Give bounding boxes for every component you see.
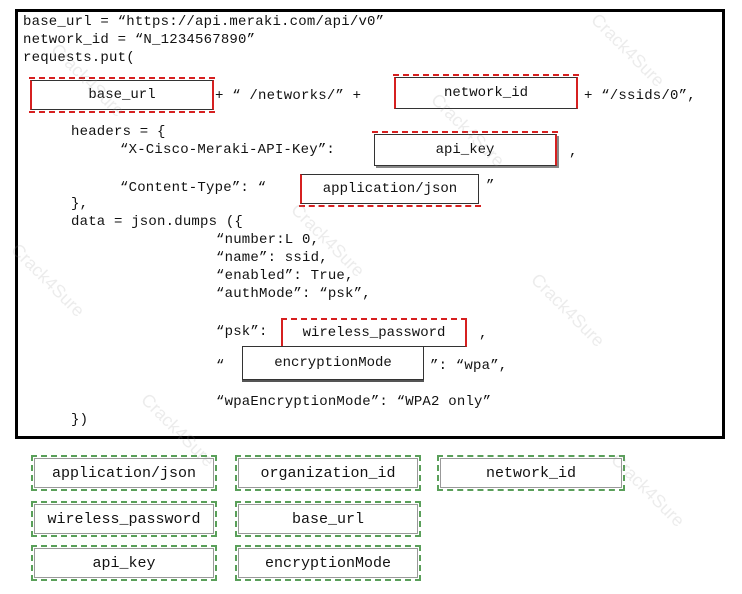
code-line-auth-mode: “authMode”: “psk”, (216, 286, 371, 302)
drop-slot-network-id-label: network_id (443, 85, 528, 101)
option-encryption-mode[interactable]: encryptionMode (235, 545, 421, 581)
code-line-network-id: network_id = “N_1234567890” (23, 32, 256, 48)
code-line-number: “number:L 0, (216, 232, 320, 248)
code-line-networks-path: + “ /networks/” + (215, 88, 362, 104)
drop-slot-content-type-label: application/json (322, 181, 458, 197)
drop-slot-psk[interactable]: wireless_password (281, 318, 467, 347)
code-line-enabled: “enabled”: True, (216, 268, 354, 284)
code-line-encryption-open: “ (216, 358, 225, 374)
code-line-api-key-comma: , (569, 144, 578, 160)
option-application-json[interactable]: application/json (31, 455, 217, 491)
code-line-psk-comma: , (479, 326, 488, 342)
option-network-id-label: network_id (485, 464, 576, 482)
drop-slot-encryption[interactable]: encryptionMode (242, 346, 424, 380)
code-line-ssids-path: + “/ssids/0”, (584, 88, 696, 104)
drop-slot-psk-label: wireless_password (302, 325, 446, 341)
option-wireless-password[interactable]: wireless_password (31, 501, 217, 537)
drop-slot-url-base-label: base_url (88, 87, 156, 103)
code-line-base-url: base_url = “https://api.meraki.com/api/v… (23, 14, 385, 30)
code-line-content-type-close: ” (486, 178, 495, 194)
code-line-requests-put: requests.put( (23, 50, 135, 66)
drop-slot-api-key-label: api_key (435, 142, 495, 158)
code-line-encryption-value: ”: “wpa”, (430, 358, 508, 374)
option-encryption-mode-label: encryptionMode (264, 554, 392, 572)
option-api-key[interactable]: api_key (31, 545, 217, 581)
drop-slot-content-type[interactable]: application/json (299, 174, 481, 207)
drop-slot-api-key[interactable]: api_key (372, 131, 558, 166)
code-line-api-key-header: “X-Cisco-Meraki-API-Key”: (120, 142, 336, 158)
option-base-url[interactable]: base_url (235, 501, 421, 537)
option-application-json-label: application/json (51, 464, 197, 482)
option-organization-id[interactable]: organization_id (235, 455, 421, 491)
code-line-headers: headers = { (71, 124, 166, 140)
code-line-psk: “psk”: (216, 324, 268, 340)
drop-slot-encryption-label: encryptionMode (274, 355, 392, 371)
code-line-data-dumps: data = json.dumps ({ (71, 214, 244, 230)
drop-slot-url-base[interactable]: base_url (29, 77, 215, 113)
code-line-content-type: “Content-Type”: “ (120, 180, 267, 196)
option-base-url-label: base_url (291, 510, 364, 528)
code-line-wpa-encryption: “wpaEncryptionMode”: “WPA2 only” (216, 394, 492, 410)
option-organization-id-label: organization_id (260, 464, 396, 482)
option-network-id[interactable]: network_id (437, 455, 625, 491)
option-wireless-password-label: wireless_password (47, 510, 201, 528)
option-api-key-label: api_key (92, 554, 156, 572)
drop-slot-network-id[interactable]: network_id (393, 74, 579, 109)
code-line-name: “name”: ssid, (216, 250, 328, 266)
code-line-close: }) (71, 412, 89, 428)
code-panel: base_url = “https://api.meraki.com/api/v… (15, 9, 725, 439)
code-line-headers-close: }, (71, 196, 89, 212)
